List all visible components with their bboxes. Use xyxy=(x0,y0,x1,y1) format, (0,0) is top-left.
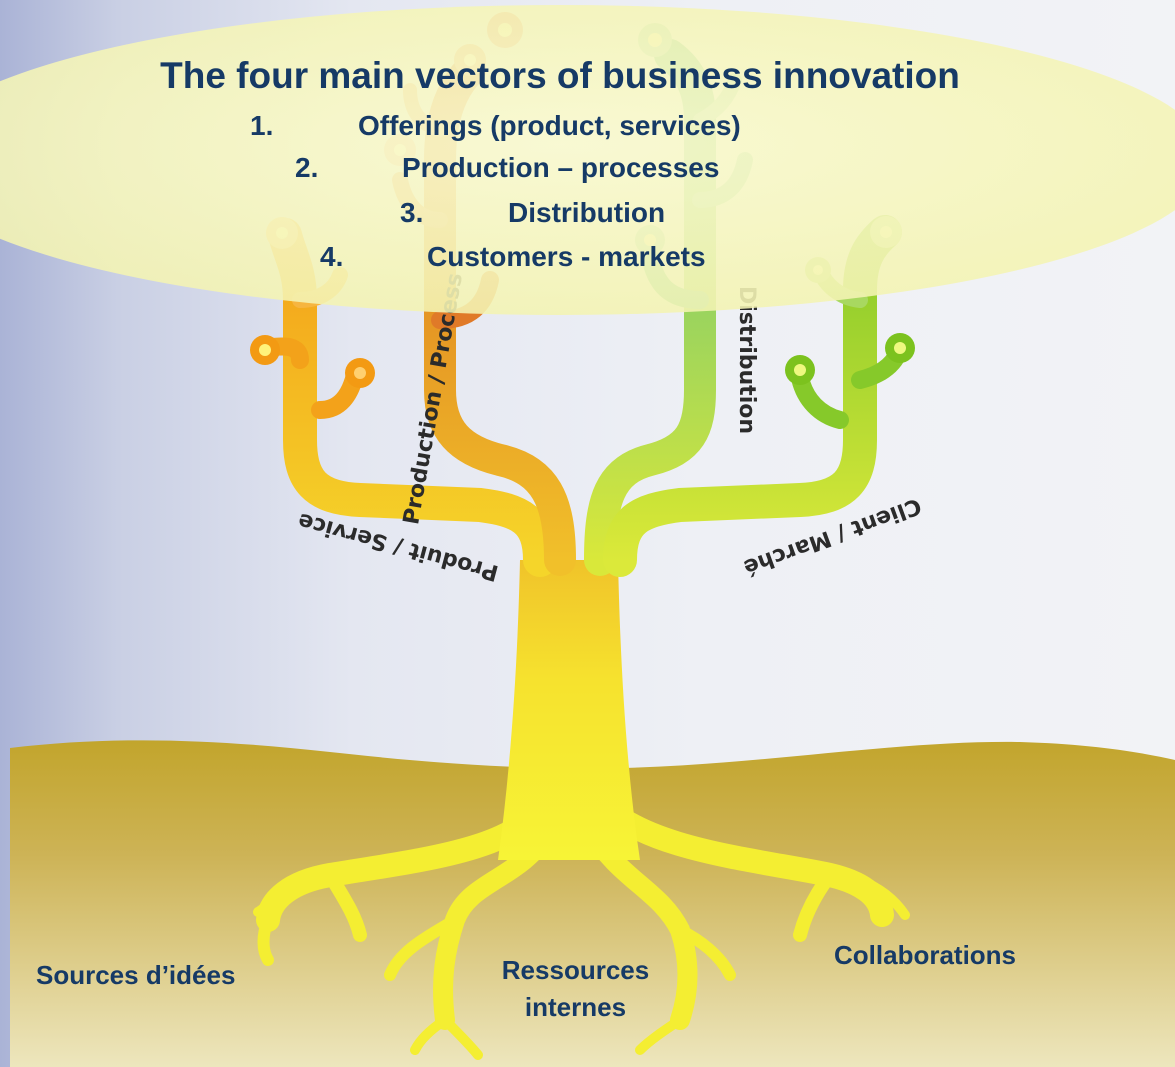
root-label-collaborations: Collaborations xyxy=(834,940,1017,970)
vector-number: 2. xyxy=(295,152,319,183)
ground xyxy=(10,740,1175,1067)
title-banner xyxy=(0,5,1175,315)
vector-number: 4. xyxy=(320,241,344,272)
root-label-ressources-line2: internes xyxy=(524,992,627,1022)
vector-number: 1. xyxy=(250,110,274,141)
root-label-ressources: Ressources internes xyxy=(468,955,683,1023)
root-label-ressources-line1: Ressources xyxy=(501,955,650,985)
diagram-title: The four main vectors of business innova… xyxy=(160,55,960,96)
vector-label: Distribution xyxy=(508,197,666,228)
vector-number: 3. xyxy=(400,197,424,228)
roots xyxy=(253,788,910,1060)
branch-label-distribution: Distribution xyxy=(734,286,759,434)
trunk xyxy=(498,560,640,860)
vector-label: Offerings (product, services) xyxy=(358,110,741,141)
vector-label: Customers - markets xyxy=(427,241,706,272)
vector-label: Production – processes xyxy=(402,152,720,183)
root-label-sources: Sources d’idées xyxy=(36,960,236,990)
